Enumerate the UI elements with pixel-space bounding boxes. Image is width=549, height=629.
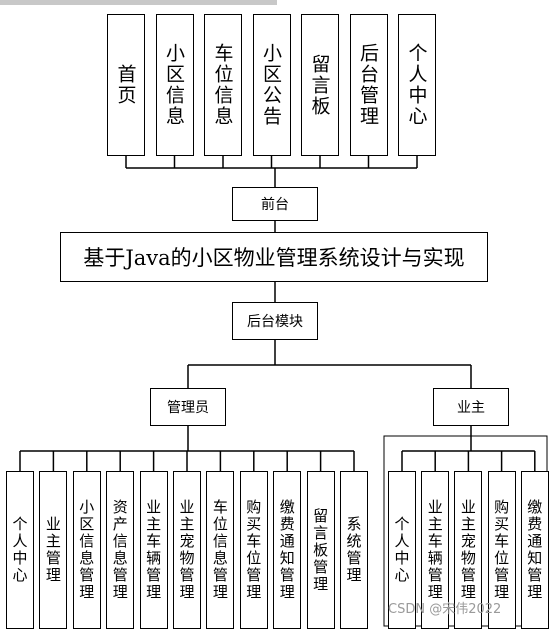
module-node: 业主车辆管理	[139, 471, 168, 629]
module-node: 业主车辆管理	[421, 471, 450, 629]
system-title-node: 基于Java的小区物业管理系统设计与实现	[60, 232, 488, 282]
module-node: 业主宠物管理	[173, 471, 201, 629]
top-scroll-strip	[0, 0, 277, 5]
module-node: 资产信息管理	[106, 471, 135, 629]
admin-node: 管理员	[150, 388, 226, 426]
module-node: 小区信息	[155, 14, 194, 156]
module-node: 小区信息管理	[72, 471, 101, 629]
module-node: 业主管理	[39, 471, 68, 629]
module-node: 购买车位管理	[239, 471, 268, 629]
module-node: 业主宠物管理	[454, 471, 483, 629]
watermark: CSDN @宋伟2022	[388, 602, 502, 617]
module-node: 留言板管理	[306, 471, 335, 629]
module-node: 个人中心	[398, 14, 436, 156]
backend-node: 后台模块	[232, 302, 318, 340]
owner-node: 业主	[433, 388, 509, 426]
module-node: 后台管理	[349, 14, 388, 156]
module-node: 缴费通知管理	[520, 471, 549, 629]
frontend-node: 前台	[232, 187, 318, 221]
module-node: 车位信息管理	[206, 471, 235, 629]
module-node: 系统管理	[340, 471, 368, 629]
module-node: 车位信息	[204, 14, 242, 156]
module-node: 首页	[107, 14, 145, 156]
module-node: 缴费通知管理	[273, 471, 302, 629]
module-node: 购买车位管理	[487, 471, 516, 629]
module-node: 留言板	[301, 14, 339, 156]
module-node: 个人中心	[6, 471, 34, 629]
module-node: 小区公告	[252, 14, 291, 156]
